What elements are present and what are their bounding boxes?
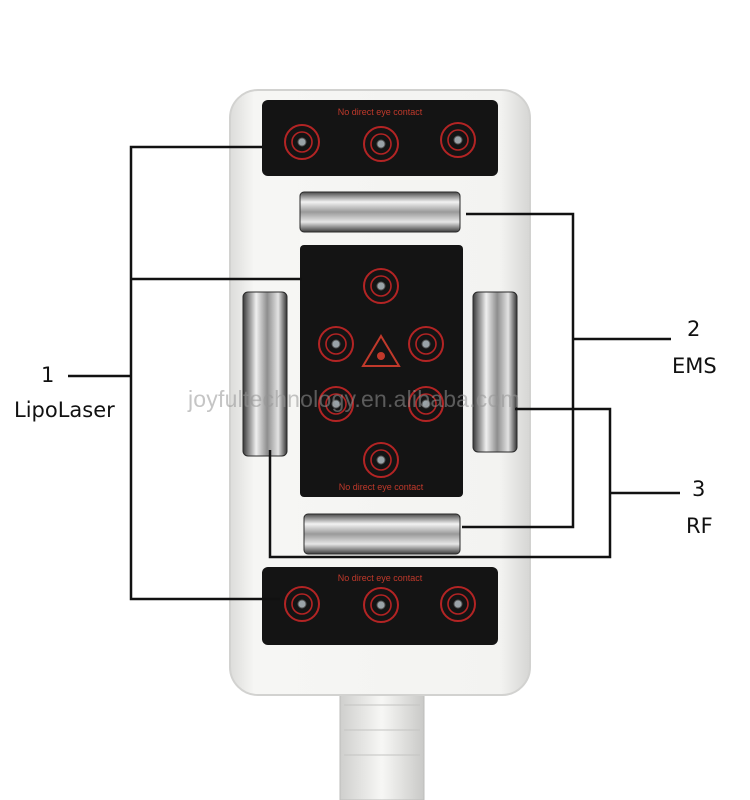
callout-number-ems: 2 — [687, 317, 701, 341]
laser-diode — [440, 122, 476, 158]
center-laser-panel: No direct eye contact — [300, 245, 463, 497]
callout-label-ems: EMS — [672, 354, 717, 378]
lipolaser-leader — [129, 145, 280, 601]
callout-label-lipolaser: LipoLaser — [14, 398, 115, 422]
ems-top-electrode — [299, 191, 461, 233]
laser-warning-icon — [361, 334, 401, 367]
laser-diode — [284, 124, 320, 160]
laser-diode — [318, 326, 354, 362]
laser-diode — [440, 586, 476, 622]
ems-bottom-electrode — [303, 513, 461, 555]
callout-number-lipolaser: 1 — [41, 363, 55, 387]
cable — [339, 679, 425, 800]
top-laser-panel: No direct eye contact — [262, 100, 498, 176]
laser-diode — [408, 386, 444, 422]
laser-diode — [408, 326, 444, 362]
top-panel-warning: No direct eye contact — [338, 107, 423, 117]
laser-diode — [363, 126, 399, 162]
laser-diode — [363, 587, 399, 623]
laser-diode — [284, 586, 320, 622]
ems-leader — [462, 212, 575, 529]
laser-diode — [363, 268, 399, 304]
callout-number-rf: 3 — [692, 477, 706, 501]
laser-diode — [363, 442, 399, 478]
rf-left-electrode — [242, 291, 288, 457]
rf-right-electrode — [472, 291, 518, 453]
laser-diodes — [284, 122, 476, 623]
laser-diode — [318, 386, 354, 422]
center-panel-warning: No direct eye contact — [339, 482, 424, 492]
callout-label-rf: RF — [686, 514, 713, 538]
leader-lines — [68, 145, 680, 601]
bottom-panel-warning: No direct eye contact — [338, 573, 423, 583]
watermark: joyfultechnology.en.alibaba.com — [188, 386, 520, 412]
rf-leader — [268, 407, 612, 559]
